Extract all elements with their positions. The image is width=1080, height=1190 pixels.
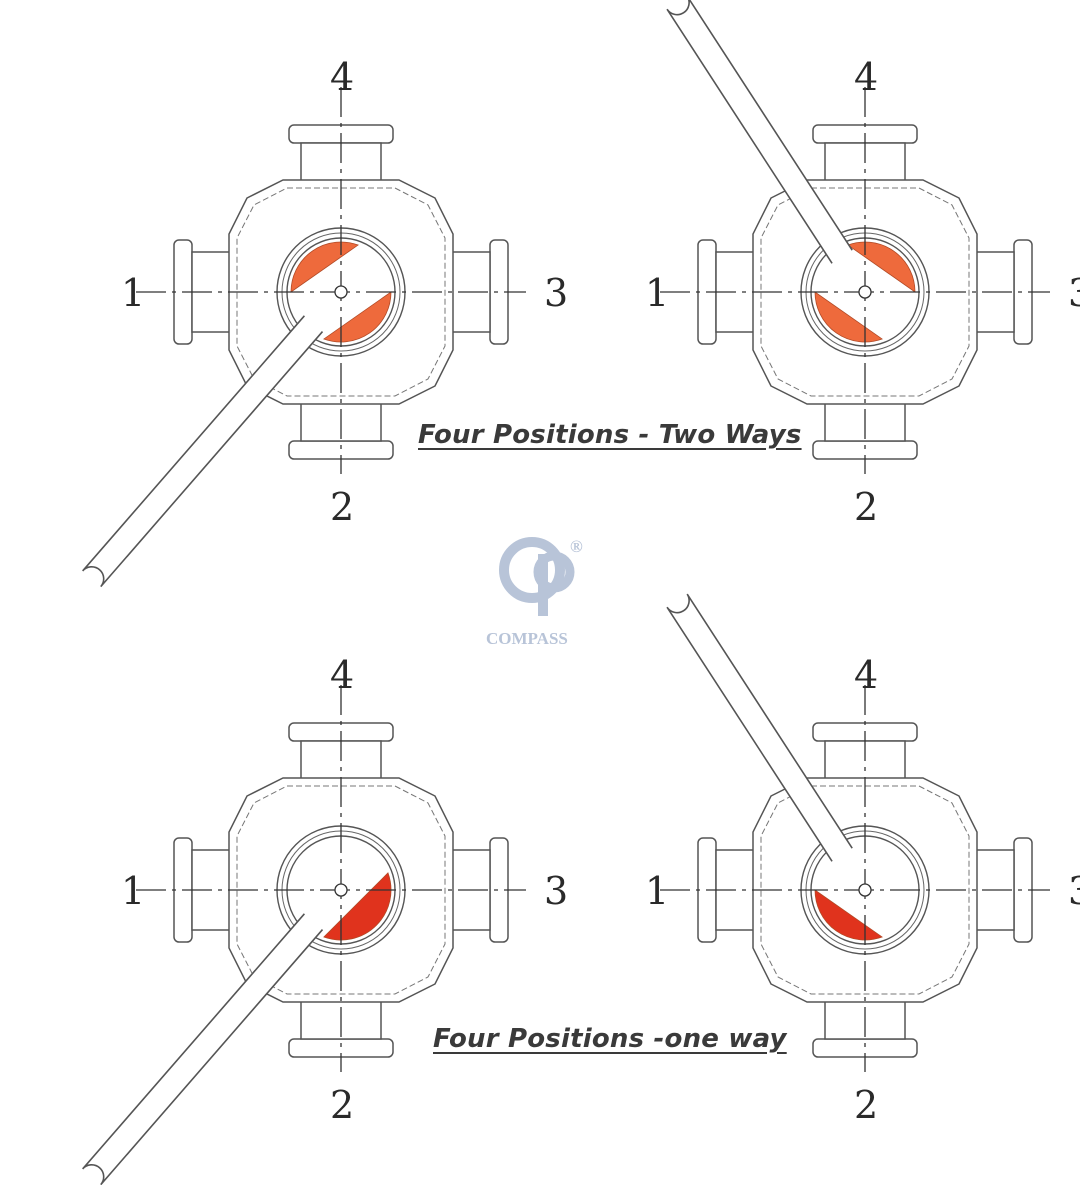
caption-one-way: Four Positions -one way xyxy=(433,1024,787,1054)
port-label-left: 1 xyxy=(645,271,669,315)
port-label-right: 3 xyxy=(1068,271,1080,315)
logo-text: COMPASS xyxy=(486,629,568,648)
valve-two-way-position-b: 1 3 4 2 xyxy=(645,0,1080,529)
port-label-bottom: 2 xyxy=(330,1083,354,1127)
port-label-right: 3 xyxy=(544,869,568,913)
port-label-bottom: 2 xyxy=(854,1083,878,1127)
port-label-top: 4 xyxy=(854,653,878,697)
port-label-bottom: 2 xyxy=(330,485,354,529)
port-label-left: 1 xyxy=(645,869,669,913)
valve-one-way-position-b: 1 3 4 2 xyxy=(645,593,1080,1127)
valve-handle xyxy=(666,593,853,862)
port-label-top: 4 xyxy=(330,55,354,99)
valve-handle xyxy=(82,315,324,588)
valve-two-way-position-a: 1 3 4 2 xyxy=(82,55,568,588)
caption-two-ways: Four Positions - Two Ways xyxy=(418,420,802,450)
port-label-left: 1 xyxy=(121,869,145,913)
port-label-right: 3 xyxy=(1068,869,1080,913)
compass-logo: ® COMPASS xyxy=(486,537,583,648)
port-label-right: 3 xyxy=(544,271,568,315)
valve-handle xyxy=(666,0,853,264)
port-label-left: 1 xyxy=(121,271,145,315)
port-label-top: 4 xyxy=(330,653,354,697)
logo-registered-mark: ® xyxy=(570,537,583,556)
valve-handle xyxy=(82,913,324,1186)
valve-one-way-position-a: 1 3 4 2 xyxy=(82,653,568,1186)
port-label-bottom: 2 xyxy=(854,485,878,529)
port-label-top: 4 xyxy=(854,55,878,99)
